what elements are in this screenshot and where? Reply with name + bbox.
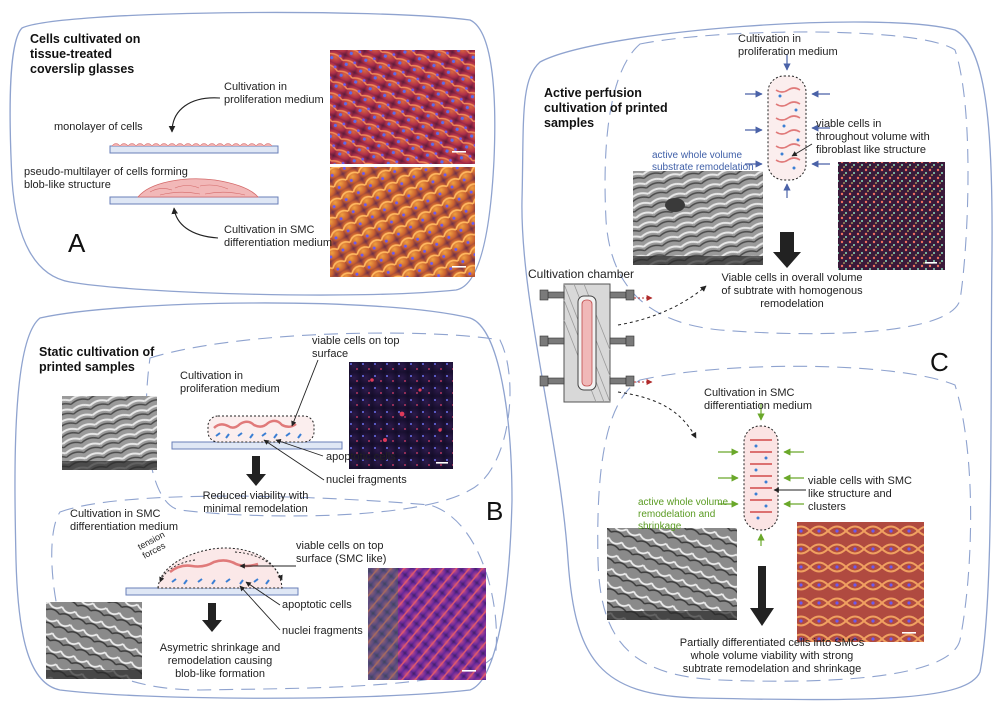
monolayer-cells [111,143,273,147]
fluorescence-image-c-bottom [797,522,924,642]
panel-c-active-whole-label: active whole volume substrate remodelati… [652,150,754,173]
panel-b-reduced-label: Reduced viability with minimal remodelat… [202,490,309,515]
panel-a-pseudo-label: pseudo-multilayer of cells forming blob-… [24,166,188,191]
panel-c-letter: C [930,347,949,377]
sem-image-b-top [62,396,157,470]
capsule-c-top-cells [775,87,801,163]
perfusion-arrows-prolif [745,54,830,198]
cultivation-chamber [539,283,653,403]
panel-c-active-shrink-label: active whole volume remodelation and shr… [638,497,729,532]
panel-b-prolif-label: Cultivation in proliferation medium [180,370,280,395]
glass-slide-top [109,145,279,154]
panel-c-title: Active perfusion cultivation of printed … [544,86,668,130]
panel-b-asym-label: Asymetric shrinkage and remodelation cau… [159,642,281,680]
panel-c-viable-throughout-label: viable cells in throughout volume with f… [816,118,930,156]
panel-c-viable-overall-label: Viable cells in overall volume of subtra… [721,272,863,310]
panel-b-viable-smc-label: viable cells on top surface (SMC like) [296,540,387,565]
capsule-c-top [767,75,807,181]
panel-a-outline [9,11,496,296]
arrow-down-b-bottom [202,603,222,632]
sem-image-c-bottom [607,528,737,620]
capsule-c-bottom [743,425,779,531]
sem-image-b-bottom [46,602,142,679]
panel-c-top-dashed [604,31,969,335]
slide-b-bottom [125,587,299,596]
arrow-down-c-top [773,232,801,268]
glass-slide-bottom [109,196,279,205]
sample-b-top-cells [213,419,302,439]
panel-a-title: Cells cultivated on tissue-treated cover… [30,32,141,76]
panel-b-apoptotic-1-label: apoptotic cells [326,451,396,463]
panel-a-monolayer-label: monolayer of cells [54,121,143,133]
panel-b-viable-top-label: viable cells on top surface [312,335,400,360]
arrow-down-b-top [246,456,266,486]
arrow-down-c-bottom [750,566,774,626]
arrow-smc-a [171,207,219,239]
capsule-c-bottom-cells [750,439,772,513]
panel-a-smc-label: Cultivation in SMC differentiation mediu… [224,224,333,249]
panel-c-partially-label: Partially differentiated cells into SMCs… [679,637,865,675]
panel-b-outline [14,302,513,699]
fluorescence-image-c-top [838,162,945,270]
fluorescence-image-a-bottom [330,167,475,277]
perfusion-arrows-smc [718,404,804,546]
panel-b-nuclei-2-label: nuclei fragments [282,625,363,637]
panel-b-smc-label: Cultivation in SMC differentiation mediu… [70,508,179,533]
panel-c-smc-label: Cultivation in SMC differentiation mediu… [704,387,813,412]
panel-b-nuclei-1-label: nuclei fragments [326,474,407,486]
panel-c-chamber-label: Cultivation chamber [528,267,635,281]
panel-a-prolif-label: Cultivation in proliferation medium [224,81,324,106]
panel-c-prolif-label: Cultivation in proliferation medium [738,33,838,58]
panel-c-bottom-dashed [597,365,972,682]
sample-b-top [207,415,315,443]
panel-b-top-dashed [145,332,511,517]
arrow-prolif-a [168,97,221,133]
fluorescence-image-a-top [330,50,475,164]
panel-c-viable-smc-label: viable cells with SMC like structure and… [808,475,912,513]
panel-a-letter: A [68,228,86,258]
fluorescence-image-b-bottom [368,568,486,680]
panel-b-letter: B [486,496,504,526]
sem-image-c-top [633,171,763,265]
panel-b-title: Static cultivation of printed samples [39,345,155,374]
panel-b-apoptotic-2-label: apoptotic cells [282,599,352,611]
slide-b-top [171,441,343,450]
panel-c-outline [521,21,993,701]
